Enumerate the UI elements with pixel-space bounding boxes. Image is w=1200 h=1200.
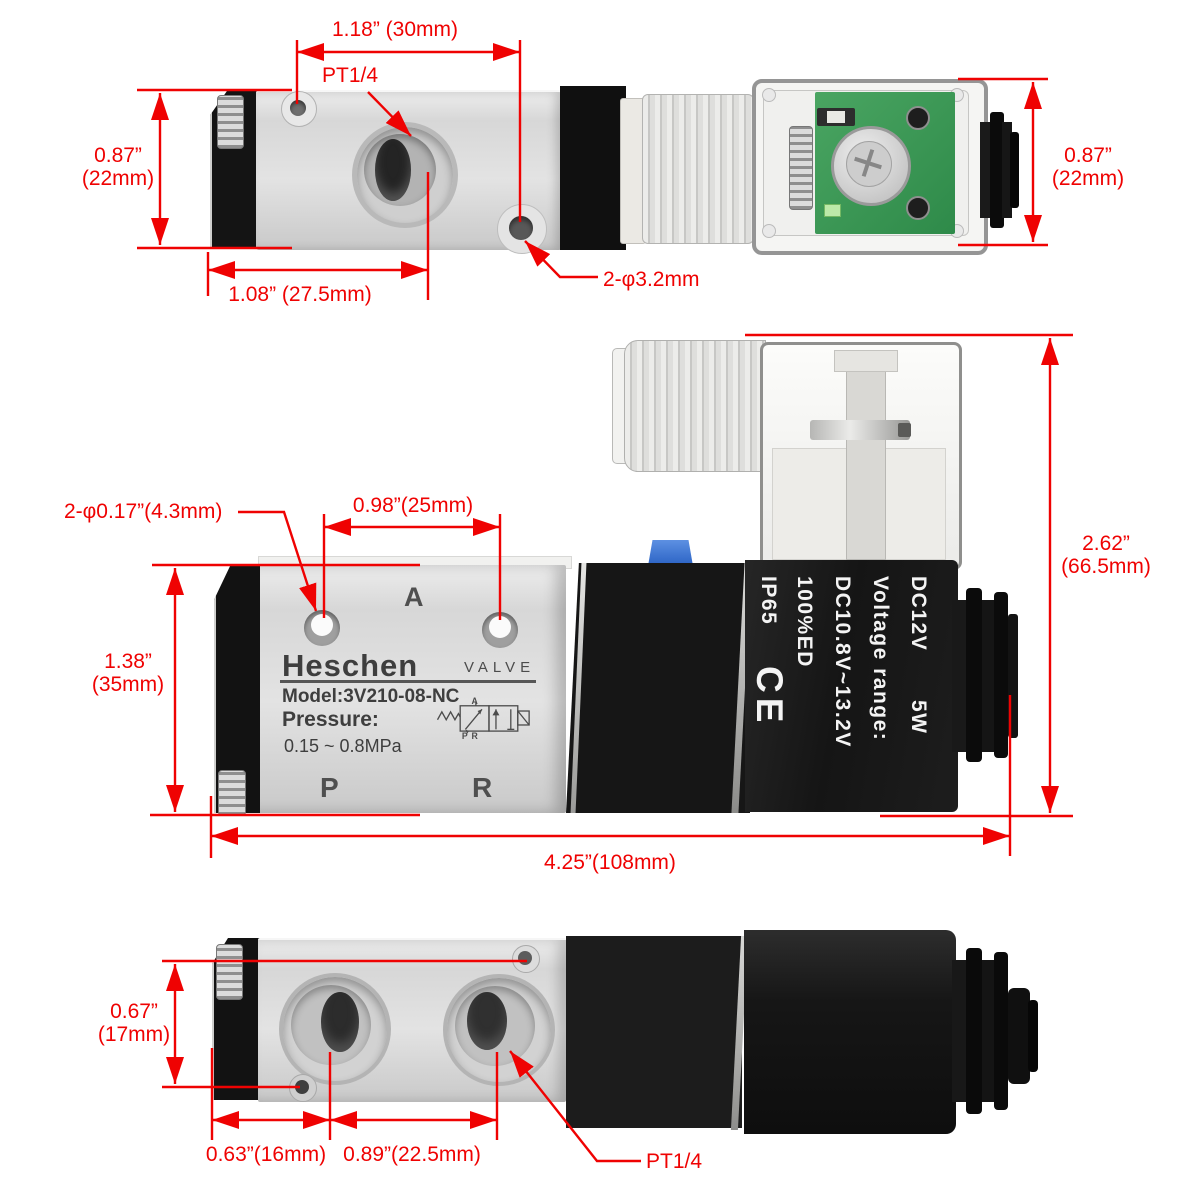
mount-hole-a1-bore — [311, 614, 333, 636]
dim-height-right-mm: (22mm) — [1051, 167, 1125, 190]
dim-height-right: 0.87” (22mm) — [1028, 144, 1148, 190]
armature-housing-front — [566, 563, 750, 813]
gland-rib — [952, 960, 966, 1102]
gland-rib — [982, 960, 994, 1102]
dim-port-spacing-label: 0.98”(25mm) — [352, 494, 474, 517]
pcb-resistor-label — [827, 111, 845, 123]
gland-nut-tip — [1028, 1000, 1038, 1072]
dim-height-left-in: 0.87” — [94, 144, 142, 167]
gland-rib — [980, 122, 992, 218]
port-p-label: P — [320, 772, 339, 803]
brand-underline — [280, 680, 536, 683]
gland-rib — [966, 588, 982, 762]
coil-power-label: 5W — [907, 700, 930, 735]
pcb-screw-hole — [906, 106, 930, 130]
small-hole-bottom-left-bore — [295, 1080, 309, 1094]
dim-total-height-mm: (66.5mm) — [1061, 555, 1151, 578]
pcb-led — [824, 204, 841, 217]
dim-body-height-in: 1.38” — [104, 650, 152, 673]
pcb-screw-hole — [906, 196, 930, 220]
dim-height-left: 0.87” (22mm) — [58, 144, 178, 190]
bottom-port-1-bore — [321, 992, 359, 1052]
dim-edge-to-port-label: 0.63”(16mm) — [205, 1143, 327, 1166]
connector-elbow-ribbed — [624, 340, 766, 472]
pt14-port-top-bore — [375, 139, 411, 201]
brand-suffix-label: VALVE — [464, 659, 536, 676]
connector-corner-screw — [762, 224, 776, 238]
solenoid-coil-bottom — [744, 930, 956, 1134]
dim-hole-spacing-label: 1.18” (30mm) — [331, 18, 459, 41]
valve-schematic-icon: A P R — [436, 696, 530, 740]
solenoid-base-top — [560, 86, 626, 250]
connector-ribbed-sleeve-top — [642, 94, 754, 244]
gland-rib — [1002, 122, 1012, 218]
dim-height-right-in: 0.87” — [1064, 144, 1112, 167]
mounting-clip — [217, 95, 244, 149]
port-label-bottom: PT1/4 — [646, 1150, 703, 1173]
coil-voltage-range-value: DC10.8V~13.2V — [831, 576, 854, 748]
pressure-value: 0.15 ~ 0.8MPa — [284, 736, 402, 756]
connector-plunger-head — [834, 350, 898, 372]
solenoid-coil-front — [745, 560, 958, 812]
connector-plunger — [846, 352, 886, 560]
pcb-contact-strip — [789, 126, 813, 210]
mounting-clip — [216, 944, 243, 1000]
gland-rib — [966, 948, 982, 1114]
connector-pin — [810, 420, 910, 440]
mounting-hole-top-left-bore — [290, 100, 306, 116]
dim-depth-in: 0.67” — [110, 1000, 158, 1023]
svg-text:A: A — [472, 696, 479, 706]
dim-depth: 0.67” (17mm) — [74, 1000, 194, 1046]
dim-port-spacing-bottom-label: 0.89”(22.5mm) — [343, 1143, 481, 1166]
port-r-label: R — [472, 772, 493, 803]
pressure-label: Pressure: — [282, 708, 379, 731]
gland-rib — [982, 600, 994, 752]
connector-pin-tip — [898, 423, 911, 437]
gland-rib — [1010, 132, 1019, 208]
gland-rib — [990, 112, 1004, 228]
mount-holes-label-top: 2-φ3.2mm — [603, 268, 700, 291]
dim-port-offset-label: 1.08” (27.5mm) — [228, 283, 372, 306]
gland-rib — [1008, 614, 1018, 738]
port-label-top: PT1/4 — [321, 64, 379, 87]
brand-label: Heschen — [282, 648, 419, 683]
gland-nut — [1008, 988, 1030, 1084]
manual-override-button[interactable] — [648, 540, 693, 566]
gland-rib — [994, 952, 1008, 1110]
armature-housing-bottom — [566, 936, 742, 1128]
gland-rib — [952, 600, 966, 752]
port-a-label: A — [404, 582, 424, 612]
connector-corner-screw — [762, 88, 776, 102]
dim-depth-mm: (17mm) — [97, 1023, 171, 1046]
dim-total-height-in: 2.62” — [1082, 532, 1130, 555]
mount-holes-label-front: 2-φ0.17”(4.3mm) — [64, 500, 223, 523]
svg-text:R: R — [472, 731, 479, 740]
coil-voltage-range-label: Voltage range: — [869, 576, 892, 742]
bottom-port-2-bore — [467, 992, 507, 1050]
coil-duty-label: 100%ED — [793, 576, 816, 668]
coil-voltage-label: DC12V — [907, 576, 930, 652]
model-label: Model:3V210-08-NC — [282, 686, 460, 707]
dim-body-height-mm: (35mm) — [91, 673, 165, 696]
svg-text:P: P — [462, 731, 468, 740]
dim-total-height: 2.62” (66.5mm) — [1040, 532, 1172, 578]
dim-height-left-mm: (22mm) — [81, 167, 155, 190]
small-hole-top-right-bore — [518, 951, 532, 965]
dim-total-width-label: 4.25”(108mm) — [544, 851, 676, 874]
gland-rib — [994, 592, 1008, 758]
coil-protection-label: IP65 — [757, 576, 780, 626]
dim-body-height: 1.38” (35mm) — [68, 650, 188, 696]
mount-hole-a2-bore — [489, 616, 511, 638]
ce-mark: CE — [749, 666, 790, 728]
